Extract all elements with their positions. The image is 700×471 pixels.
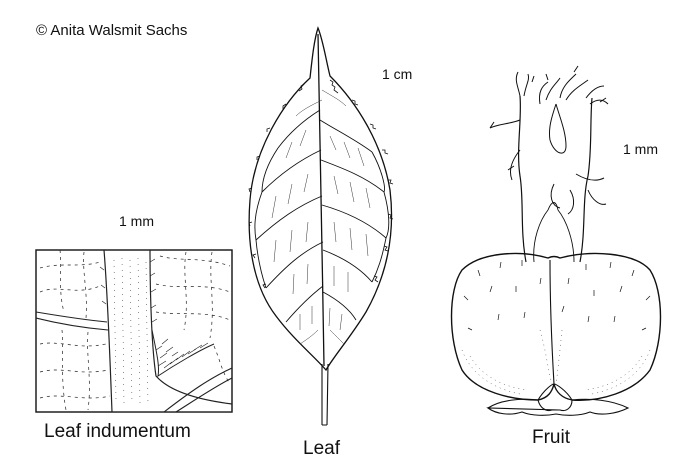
fruit-drawing	[450, 65, 662, 416]
leaf-scale-label: 1 cm	[382, 66, 413, 82]
copyright-text: © Anita Walsmit Sachs	[36, 22, 188, 39]
indumentum-scale-label: 1 mm	[119, 213, 154, 229]
fruit-caption: Fruit	[532, 427, 570, 448]
fruit-scale-label: 1 mm	[623, 141, 658, 157]
leaf-drawing	[248, 26, 394, 426]
indumentum-caption: Leaf indumentum	[44, 421, 191, 442]
indumentum-drawing	[35, 249, 233, 413]
leaf-caption: Leaf	[303, 438, 340, 459]
